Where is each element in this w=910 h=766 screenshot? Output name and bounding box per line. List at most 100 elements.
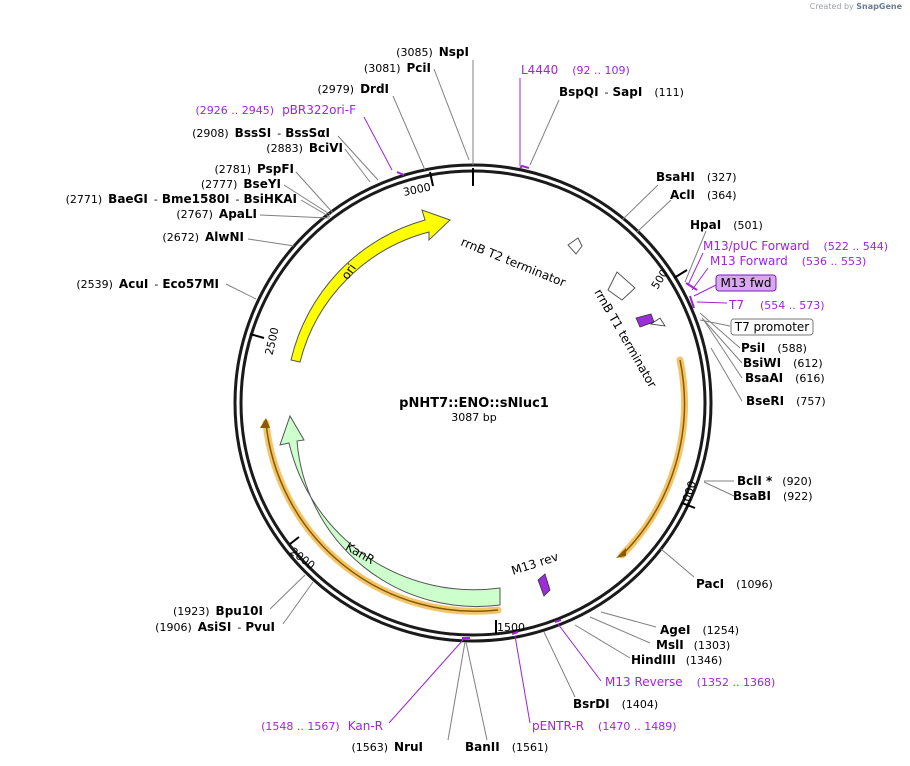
primer-labels: L4440(92 .. 109) (2926 .. 2945)pBR322ori…	[196, 63, 889, 733]
label-bseri: BseRI(757)	[746, 394, 826, 408]
label-m13fwd: M13 Forward(536 .. 553)	[710, 254, 866, 268]
label-t7: T7(554 .. 573)	[728, 298, 825, 312]
label-agei: AgeI(1254)	[660, 623, 739, 637]
label-bsabi: BsaBI(922)	[733, 489, 813, 503]
tick-500	[673, 269, 688, 279]
orf-right-glow	[618, 356, 688, 559]
leader-pentrr	[514, 635, 531, 724]
m13rev-arrow	[537, 573, 551, 597]
t7-promoter-arrow	[635, 313, 655, 328]
leader-psii	[699, 312, 741, 349]
rrnb-t2-icon	[567, 237, 583, 255]
enzyme-labels-right: BspQI-SapI(111) BsaHI(327) AclI(364) Hpa…	[465, 85, 826, 754]
label-acli: AclI(364)	[670, 188, 737, 202]
leader-bseyi	[283, 184, 332, 216]
leader-bsiwi	[701, 317, 743, 364]
leader-hpai	[684, 230, 707, 283]
label-apali: (2767)ApaLI	[176, 207, 257, 221]
leader-msli	[589, 616, 651, 644]
orf-right	[621, 359, 686, 556]
label-bcli: BclI *(920)	[737, 474, 812, 488]
rrnb-t2-label: rrnB T2 terminator	[459, 235, 568, 290]
leader-alwni	[247, 238, 295, 247]
leader-acui	[225, 283, 257, 300]
label-kanr-primer: (1548 .. 1567)Kan-R	[261, 719, 383, 733]
label-asisi: (1906)AsiSI-PvuI	[155, 620, 275, 634]
leader-apali	[259, 214, 330, 219]
tick-label-3000: 3000	[402, 180, 432, 199]
pentr-mark	[511, 631, 519, 635]
t7-mark	[689, 295, 695, 309]
leader-banii	[465, 641, 488, 741]
snapgene-logo-text: SnapGene	[856, 2, 902, 11]
label-hindiii: HindIII(1346)	[631, 653, 722, 667]
leader-pspfi	[295, 171, 334, 214]
leader-bseri	[710, 347, 743, 402]
leader-hindiii	[574, 624, 631, 659]
tick-1000	[681, 502, 696, 509]
orf-left-glow	[262, 419, 502, 615]
t7-promoter-box	[730, 318, 814, 336]
primer-leader-lines	[363, 78, 728, 724]
m13rev-mark	[554, 619, 562, 623]
label-bsahi: BsaHI(327)	[656, 170, 737, 184]
label-bsssi: (2908)BssSI-BssSαI	[192, 126, 330, 140]
label-bcivi: (2883)BciVI	[266, 141, 343, 155]
tick-label-2500: 2500	[263, 326, 282, 356]
created-by-snapgene: Created by SnapGene	[810, 2, 902, 11]
leader-pcii	[433, 68, 470, 161]
leader-kanr-primer	[388, 639, 464, 724]
leader-bsssi	[337, 135, 379, 181]
leader-bcivi	[344, 148, 371, 183]
ori-feature	[290, 209, 451, 363]
leader-m13fwd-box	[693, 283, 719, 297]
label-m13reverse: M13 Reverse(1352 .. 1368)	[605, 675, 775, 689]
label-bsiwi: BsiWI(612)	[743, 356, 823, 370]
watermark-prefix: Created by	[809, 2, 854, 11]
label-bpu10i: (1923)Bpu10I	[173, 604, 263, 618]
orf-left-arrowhead	[260, 418, 270, 428]
m13rev-label: M13 rev	[510, 550, 561, 578]
tick-label-1500: 1500	[497, 621, 525, 634]
label-nrui: (1563)NruI	[351, 740, 423, 754]
lac-operator-icon	[649, 317, 666, 327]
leader-agei	[600, 611, 657, 628]
leader-pbr322	[363, 116, 393, 171]
label-drdi: (2979)DrdI	[317, 82, 389, 96]
label-banii: BanII(1561)	[465, 740, 548, 754]
label-pentrr: pENTR-R(1470 .. 1489)	[532, 719, 677, 733]
orf-left	[265, 422, 499, 613]
leader-bsabi	[703, 481, 735, 497]
tick-2000	[289, 536, 300, 545]
m13puc-mark	[685, 282, 698, 291]
pbr322-mark	[396, 171, 405, 176]
leader-t7	[696, 301, 728, 304]
m13fwd-box-label: M13 fwd	[721, 276, 772, 290]
leader-m13puc	[687, 252, 704, 286]
label-bsrdi: BsrDI(1404)	[573, 697, 658, 711]
leader-m13reverse	[557, 623, 602, 682]
leader-acli	[636, 199, 672, 233]
label-m13puc: M13/pUC Forward(522 .. 544)	[703, 239, 888, 253]
label-baegi: (2771)BaeGI-Bme1580I-BsiHKAI	[66, 192, 297, 206]
leader-drdi	[392, 95, 426, 171]
label-l4440: L4440(92 .. 109)	[521, 63, 630, 77]
label-alwni: (2672)AlwNI	[162, 230, 244, 244]
tick-3000	[429, 171, 434, 187]
m13fwd-box	[715, 274, 777, 292]
leader-nrui	[447, 641, 466, 741]
primer-marks	[396, 164, 698, 639]
orf-right-arrowhead	[616, 548, 626, 558]
leader-t7promoter	[699, 319, 731, 327]
rrnb-t1-label: rrnB T1 terminator	[591, 287, 659, 391]
label-pcii: (3081)PciI	[364, 61, 431, 75]
leader-bsaai	[702, 318, 743, 379]
enzyme-leader-lines	[225, 60, 743, 741]
label-pspfi: (2781)PspFI	[214, 162, 294, 176]
label-psii: PsiI(588)	[741, 341, 807, 355]
label-acui: (2539)AcuI-Eco57MI	[76, 277, 219, 291]
label-nspi: (3085)NspI	[396, 45, 469, 59]
tick-label-1000: 1000	[678, 479, 699, 510]
leader-paci	[660, 548, 695, 578]
